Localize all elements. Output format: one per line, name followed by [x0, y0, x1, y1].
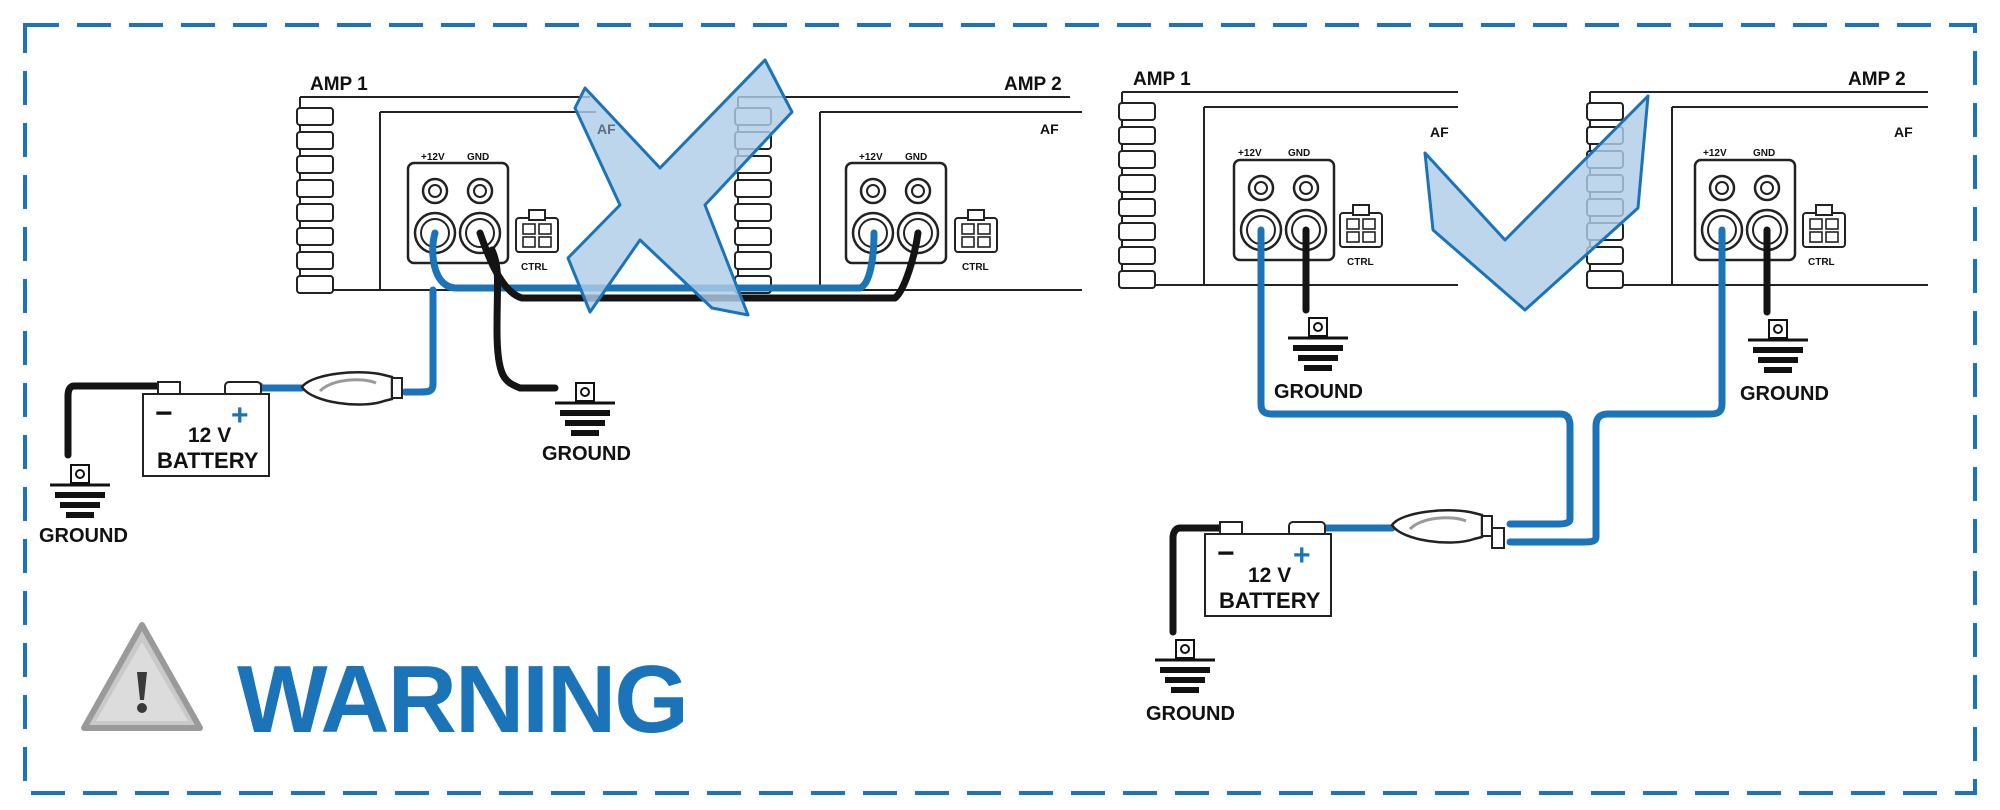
right-amp1-ground-label: GROUND	[1274, 381, 1363, 403]
warning-triangle-icon	[81, 622, 203, 731]
right-amp2: AMP 2 AF +12V GND CTRL	[1586, 69, 1928, 289]
wrong-amp2-terminal-block	[844, 161, 948, 265]
wrong-amp2: AMP 2 AF +12V GND CTRL	[734, 74, 1082, 294]
right-battery-ground-label: GROUND	[1146, 703, 1235, 725]
warning-title: WARNING	[237, 646, 687, 753]
right-amp2-plus-label: +12V	[1703, 148, 1727, 159]
right-battery-ground-symbol	[1155, 640, 1215, 690]
wrong-battery-voltage: 12 V	[188, 424, 231, 447]
wrong-amp2-gnd-label: GND	[905, 152, 927, 163]
wrong-amp2-title: AMP 2	[1004, 74, 1062, 95]
right-amp1: AMP 1 AF +12V GND CTRL	[1118, 69, 1458, 289]
wrong-amp-ground-symbol	[555, 383, 615, 433]
wrong-battery: − + 12 V BATTERY	[142, 381, 270, 477]
wrong-amp2-plus-label: +12V	[859, 152, 883, 163]
wrong-battery-ground-label: GROUND	[39, 525, 128, 547]
right-amp2-af-label: AF	[1894, 124, 1913, 140]
wrong-battery-label: BATTERY	[157, 448, 259, 473]
wrong-daisy-chain-power-wire	[429, 229, 878, 292]
checkmark-icon	[1423, 94, 1650, 312]
dashed-border	[23, 23, 1977, 795]
right-battery-label: BATTERY	[1219, 588, 1321, 613]
wrong-wiring-panel: AMP 1 +12V GND CTRL AMP 2 AF +12V GND CT…	[39, 58, 1082, 547]
right-battery-minus: −	[1217, 537, 1235, 570]
wrong-amp1-ctrl-connector	[515, 209, 559, 253]
right-amp1-title: AMP 1	[1133, 69, 1191, 90]
right-amp1-ctrl-connector	[1339, 204, 1383, 248]
wrong-amp2-ctrl-label: CTRL	[962, 262, 989, 273]
right-amp1-ctrl-label: CTRL	[1347, 257, 1374, 268]
right-battery-plus: +	[1293, 539, 1311, 572]
right-amp1-plus-label: +12V	[1238, 148, 1262, 159]
wrong-battery-minus: −	[155, 397, 173, 430]
right-amp2-terminal-block	[1693, 158, 1797, 262]
right-amp2-ctrl-connector	[1802, 204, 1846, 248]
wrong-amp1-af-label: AF	[597, 121, 616, 137]
wrong-amp1-gnd-label: GND	[467, 152, 489, 163]
wrong-fuse-holder	[300, 370, 404, 407]
wrong-amp1-title: AMP 1	[310, 74, 368, 95]
wrong-amp1-ctrl-label: CTRL	[521, 262, 548, 273]
right-fuse-holder	[1390, 508, 1505, 549]
wrong-battery-plus: +	[231, 399, 249, 432]
wrong-amp2-ctrl-connector	[954, 209, 998, 253]
right-battery-voltage: 12 V	[1248, 564, 1291, 587]
cross-icon	[566, 58, 794, 317]
wrong-amp2-af-label: AF	[1040, 121, 1059, 137]
right-amp1-af-label: AF	[1430, 124, 1449, 140]
right-amp2-ground-symbol	[1748, 320, 1808, 370]
wrong-battery-ground-wire	[64, 382, 162, 459]
right-amp2-gnd-label: GND	[1753, 148, 1775, 159]
wrong-daisy-chain-ground-wire	[476, 229, 922, 302]
right-amp1-ground-symbol	[1288, 318, 1348, 368]
right-amp1-terminal-block	[1232, 158, 1336, 262]
right-battery-ground-wire	[1169, 524, 1224, 636]
wrong-battery-ground-symbol	[50, 465, 110, 515]
wrong-amp-ground-label: GROUND	[542, 443, 631, 465]
right-amp2-power-wire	[1506, 226, 1726, 546]
right-amp2-ground-label: GROUND	[1740, 383, 1829, 405]
correct-wiring-panel: AMP 1 AF +12V GND CTRL AMP 2 AF +12V GND…	[1118, 69, 1928, 725]
right-amp1-gnd-label: GND	[1288, 148, 1310, 159]
right-amp1-power-wire	[1257, 226, 1574, 528]
wrong-amp1-plus-label: +12V	[421, 152, 445, 163]
wrong-battery-power-wire	[401, 286, 437, 396]
right-amp2-ctrl-label: CTRL	[1808, 257, 1835, 268]
right-battery: − + 12 V BATTERY	[1204, 521, 1332, 617]
wrong-amp-ground-wire	[488, 246, 559, 392]
right-amp2-title: AMP 2	[1848, 69, 1906, 90]
wrong-fuse-to-battery-wire	[256, 382, 306, 392]
wrong-amp1: AMP 1 +12V GND CTRL	[296, 74, 596, 294]
